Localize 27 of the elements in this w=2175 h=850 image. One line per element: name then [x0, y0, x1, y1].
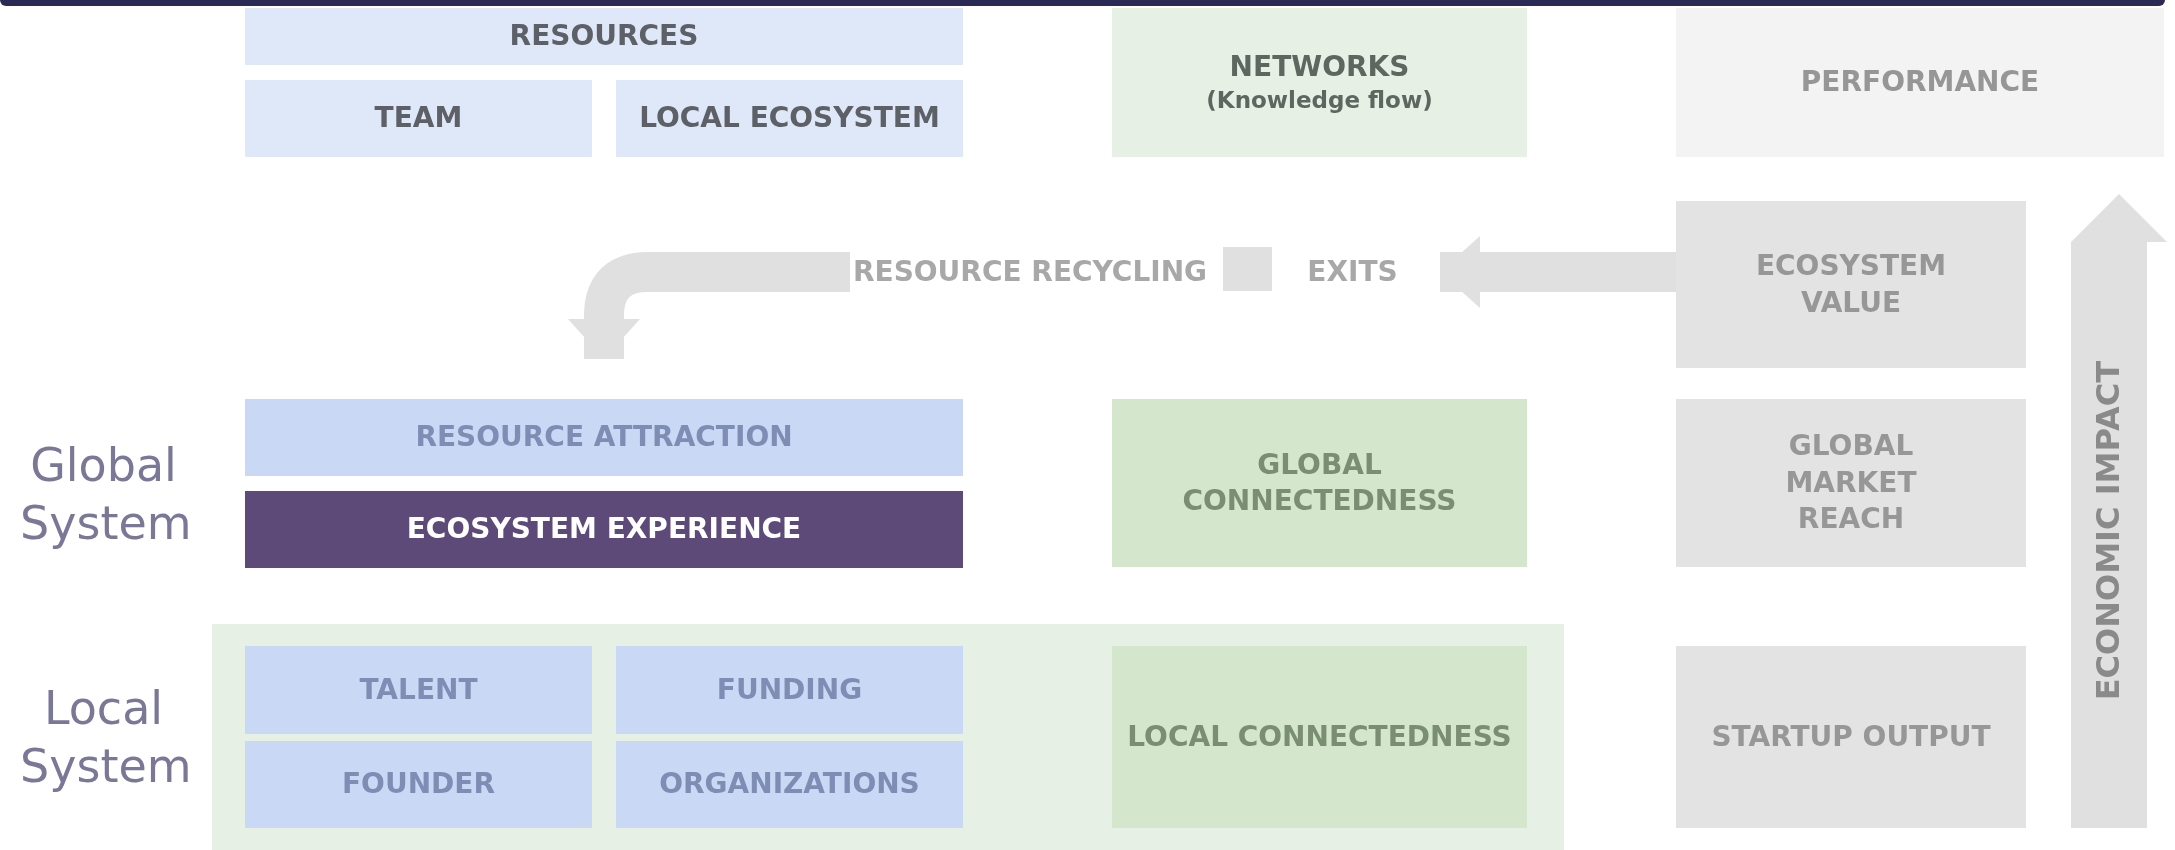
connectedness-box: GLOBAL CONNECTEDNESS	[1112, 399, 1527, 567]
arrow	[1440, 236, 1676, 308]
category-box: TEAM	[245, 80, 592, 157]
factor-box: ORGANIZATIONS	[616, 741, 963, 828]
row-label: Local System	[20, 680, 187, 795]
box-subtitle: (Knowledge flow)	[1206, 85, 1433, 115]
metric-box: GLOBAL MARKET REACH	[1676, 399, 2026, 567]
factor-box: RESOURCE ATTRACTION	[245, 399, 963, 476]
flow-text: RESOURCE RECYCLING	[850, 250, 1210, 294]
arrow	[568, 252, 850, 359]
factor-box: FOUNDER	[245, 741, 592, 828]
highlight-box: ECOSYSTEM EXPERIENCE	[245, 491, 963, 568]
box-title: NETWORKS	[1229, 49, 1410, 86]
factor-box: TALENT	[245, 646, 592, 734]
row-label: Global System	[20, 437, 187, 552]
category-box: PERFORMANCE	[1676, 8, 2164, 157]
category-box: RESOURCES	[245, 8, 963, 65]
metric-box: ECOSYSTEM VALUE	[1676, 201, 2026, 368]
category-box	[1112, 8, 1527, 157]
category-box: LOCAL ECOSYSTEM	[616, 80, 963, 157]
factor-box: FUNDING	[616, 646, 963, 734]
axis-title: ECONOMIC IMPACT	[2088, 361, 2129, 701]
flow-text: EXITS	[1305, 250, 1400, 294]
local-system-panel	[212, 624, 1564, 850]
connectedness-box: LOCAL CONNECTEDNESS	[1112, 646, 1527, 828]
metric-box: STARTUP OUTPUT	[1676, 646, 2026, 828]
square-marker	[1223, 247, 1272, 291]
